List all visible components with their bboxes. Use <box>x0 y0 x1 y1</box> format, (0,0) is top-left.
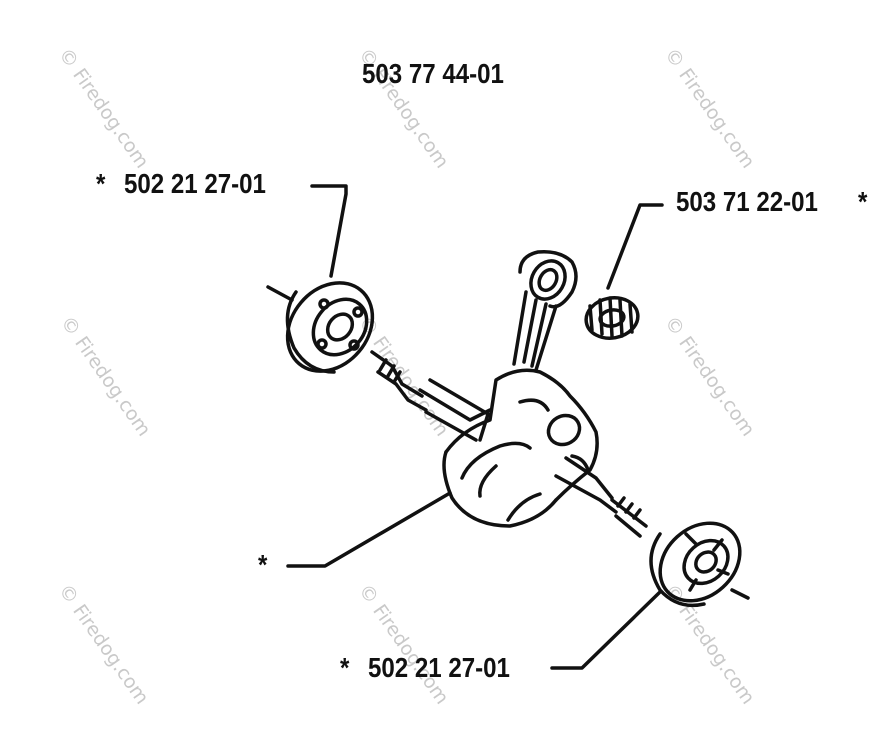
bearing-bottom-star: * <box>340 652 350 683</box>
bearing-bottom-part-number: 502 21 27-01 <box>368 652 510 683</box>
shaft-right-tip <box>730 588 750 600</box>
crankshaft-right-journal <box>554 454 648 538</box>
connecting-rod <box>512 249 578 372</box>
leader-bearing-bottom <box>550 590 662 670</box>
crankshaft-left-journal <box>370 350 492 442</box>
crank-webs <box>442 368 599 528</box>
needle-bearing <box>584 296 640 340</box>
leader-crankshaft <box>286 491 452 568</box>
leader-bearing-top <box>310 184 348 278</box>
shaft-left-tip <box>266 285 294 302</box>
bearing-top-star: * <box>96 168 106 199</box>
crankshaft-star: * <box>258 549 268 580</box>
leader-needle-bearing <box>606 203 664 290</box>
bearing-top-part-number: 502 21 27-01 <box>124 168 266 199</box>
needle-bearing-part-number: 503 71 22-01 <box>676 186 818 217</box>
assembly-part-number: 503 77 44-01 <box>362 58 504 89</box>
ball-bearing-bottom <box>649 521 742 608</box>
needle-bearing-star: * <box>858 186 868 217</box>
ball-bearing-top <box>285 281 375 374</box>
